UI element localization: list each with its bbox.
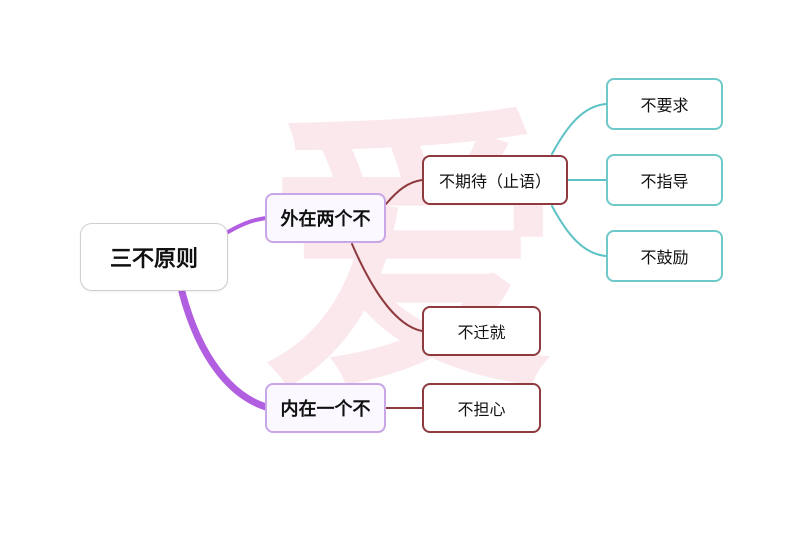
- edge-outer-to-expect: [385, 179, 423, 205]
- node-no-encouragement[interactable]: 不鼓励: [606, 230, 723, 282]
- node-no-accommodation[interactable]: 不迁就: [422, 306, 541, 356]
- edge-root-to-inner: [178, 288, 270, 411]
- node-no-expectation[interactable]: 不期待（止语）: [422, 155, 568, 205]
- edge-outer-to-accommodate: [351, 243, 423, 332]
- node-inner-one[interactable]: 内在一个不: [265, 383, 386, 433]
- edge-expect-to-encourage: [551, 205, 607, 257]
- node-no-guidance[interactable]: 不指导: [606, 154, 723, 206]
- edge-root-to-outer: [226, 216, 268, 234]
- node-outer-two[interactable]: 外在两个不: [265, 193, 386, 243]
- node-no-worry[interactable]: 不担心: [422, 383, 541, 433]
- node-root[interactable]: 三不原则: [80, 223, 228, 291]
- node-no-demand[interactable]: 不要求: [606, 78, 723, 130]
- edge-expect-to-demand: [551, 103, 607, 155]
